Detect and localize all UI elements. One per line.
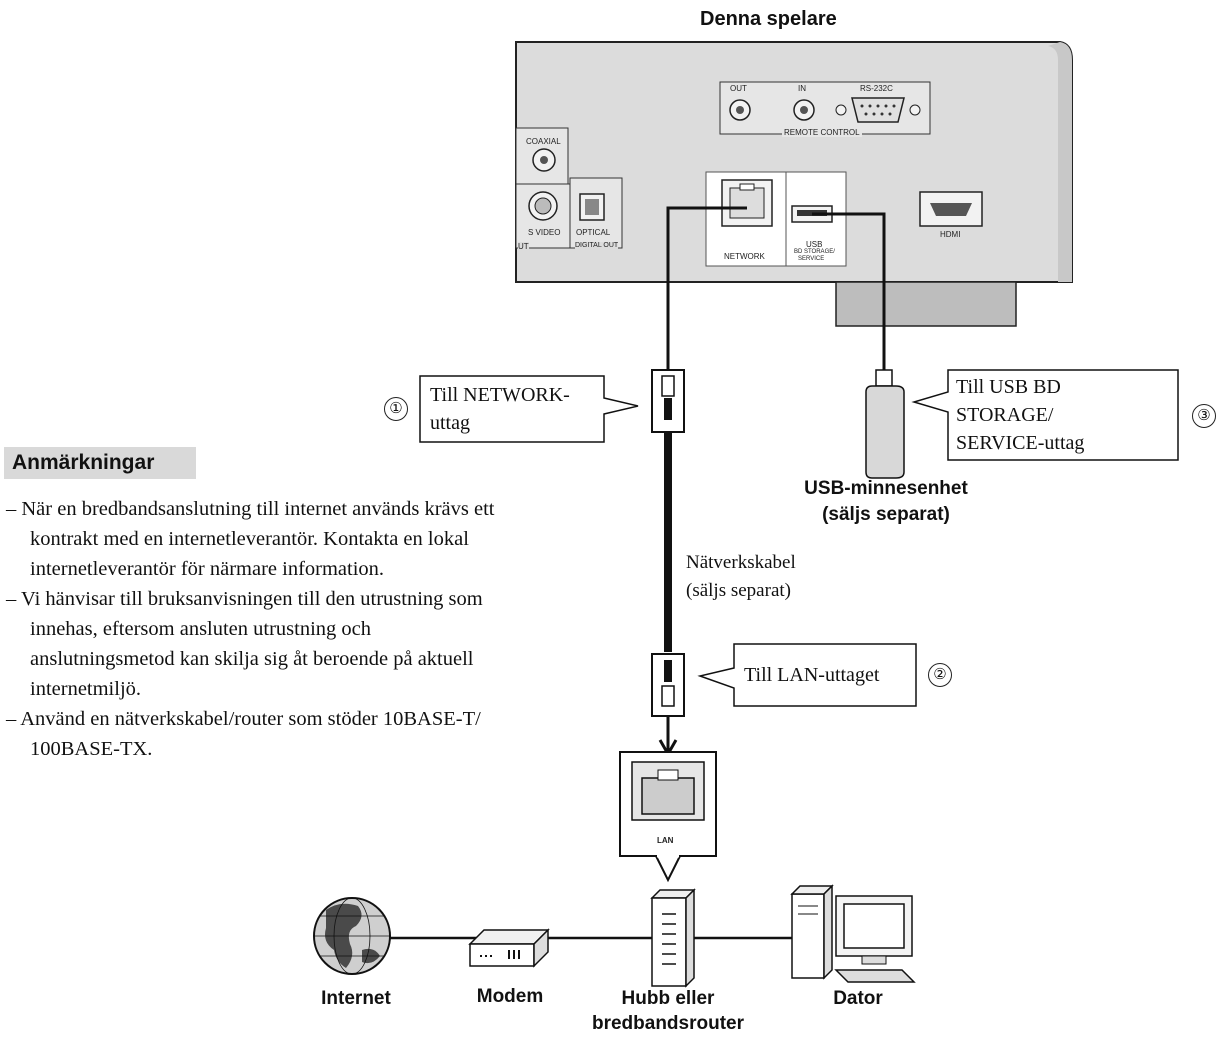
- rs232c-port: [851, 97, 905, 123]
- label-coaxial: COAXIAL: [526, 137, 561, 146]
- notes-heading: Anmärkningar: [4, 447, 196, 479]
- callout-3-line3: SERVICE-uttag: [956, 432, 1085, 454]
- label-hdmi: HDMI: [940, 230, 961, 239]
- modem-icon: [468, 928, 550, 968]
- internet-label: Internet: [321, 988, 391, 1009]
- callout-2-text: Till LAN-uttaget: [744, 664, 880, 686]
- diagram-title: Denna spelare: [700, 8, 837, 30]
- callout-1-number: ①: [384, 397, 408, 421]
- callout-1-box: [419, 375, 639, 443]
- label-service: SERVICE: [798, 256, 825, 262]
- router-icon: [650, 888, 696, 988]
- router-label-line1: Hubb eller: [621, 988, 715, 1009]
- lan-port-box: [619, 751, 717, 883]
- callout-3-box: [911, 369, 1179, 461]
- modem-label: Modem: [476, 986, 544, 1007]
- label-bd-storage: BD STORAGE/: [794, 249, 835, 255]
- label-out: OUT: [730, 84, 747, 93]
- callout-1-line2: uttag: [430, 412, 470, 434]
- usb-line: [812, 212, 886, 372]
- cable-label-line1: Nätverkskabel: [686, 552, 796, 573]
- label-optical: OPTICAL: [576, 228, 611, 237]
- label-network: NETWORK: [722, 252, 767, 261]
- label-digital-out: DIGITAL OUT: [575, 242, 619, 249]
- notes-list: – När en bredbandsanslutning till intern…: [6, 494, 516, 764]
- usb-device-label-line1: USB-minnesenhet: [804, 478, 968, 499]
- label-lan: LAN: [657, 836, 674, 845]
- note-item: – Använd en nätverkskabel/router som stö…: [6, 708, 481, 760]
- label-in: IN: [798, 84, 806, 93]
- router-label-line2: bredbandsrouter: [591, 1013, 745, 1034]
- cable-label-line2: (säljs separat): [686, 580, 791, 601]
- label-usb: USB: [806, 240, 823, 249]
- computer-icon: [790, 884, 916, 983]
- callout-2-number: ②: [928, 663, 952, 687]
- note-item: – Vi hänvisar till bruksanvisningen till…: [6, 588, 483, 700]
- label-remote-control: REMOTE CONTROL: [782, 128, 862, 137]
- callout-3-line1: Till USB BD: [956, 376, 1061, 398]
- computer-label: Dator: [833, 988, 883, 1009]
- label-ut: UT: [518, 242, 529, 251]
- label-s-video: S VIDEO: [528, 228, 561, 237]
- network-plug-bottom: [651, 653, 685, 717]
- globe-icon: [313, 897, 391, 975]
- callout-2-box: [697, 643, 917, 707]
- note-item: – När en bredbandsanslutning till intern…: [6, 498, 495, 580]
- usb-device-label-line2: (säljs separat): [822, 504, 950, 525]
- usb-stick: [865, 369, 905, 479]
- callout-1-line1: Till NETWORK-: [430, 384, 570, 406]
- player-rear-panel: [515, 41, 1073, 327]
- network-plug-top: [651, 369, 685, 433]
- label-rs232c: RS-232C: [860, 84, 893, 93]
- callout-3-number: ③: [1192, 404, 1216, 428]
- callout-3-line2: STORAGE/: [956, 404, 1054, 426]
